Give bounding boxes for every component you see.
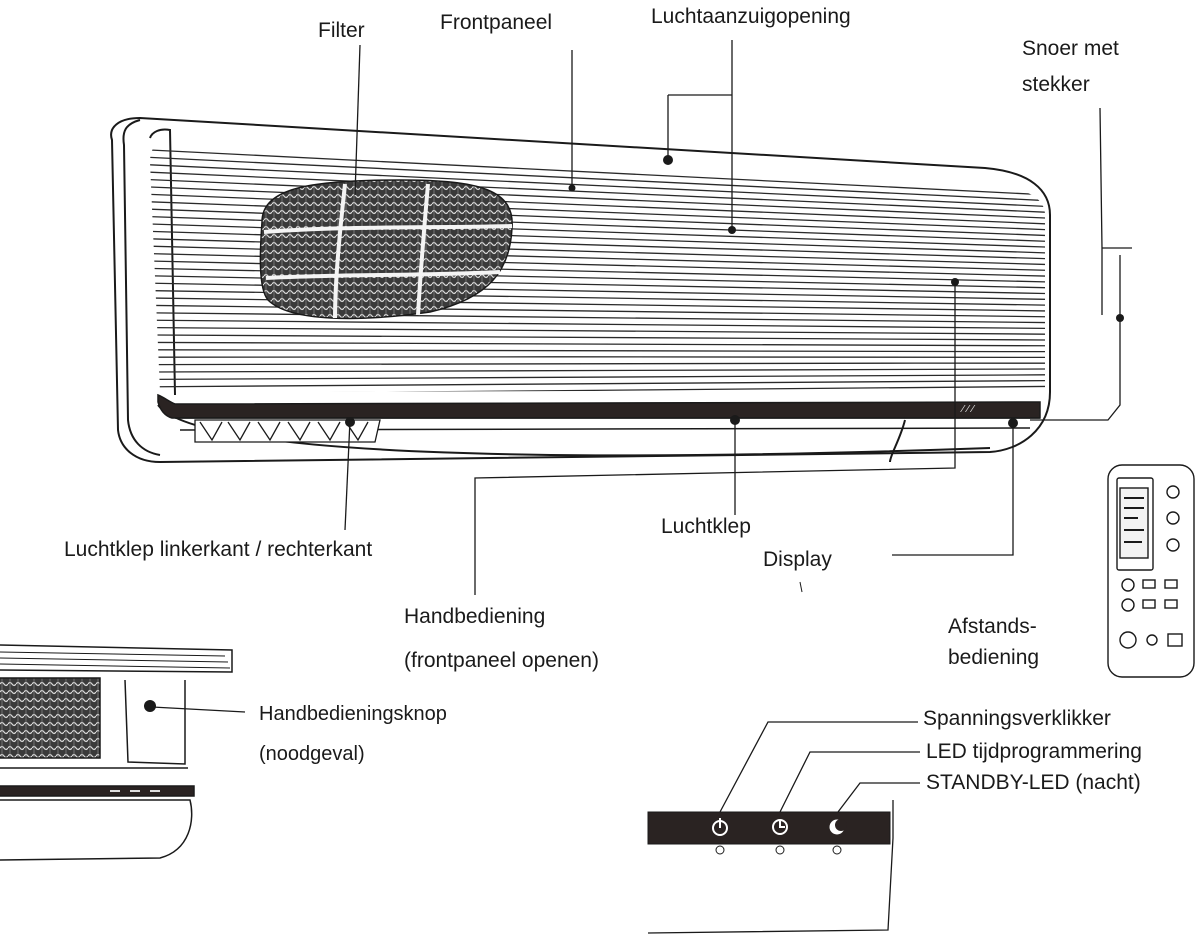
label-led-tijd: LED tijdprogrammering	[926, 740, 1142, 763]
svg-text:⁄ ⁄ ⁄: ⁄ ⁄ ⁄	[960, 404, 976, 415]
grille-line	[150, 385, 1045, 392]
label-luchtklep-zijkant: Luchtklep linkerkant / rechterkant	[64, 538, 373, 561]
grille-line	[150, 374, 1045, 381]
grille-line	[150, 186, 1045, 225]
grille-line	[150, 156, 1045, 202]
grille-line	[150, 379, 1045, 388]
label-afstands-line2: bediening	[948, 646, 1040, 669]
grille-line	[150, 319, 1045, 330]
grille-line	[150, 178, 1045, 219]
label-knop-line1: Handbedieningsknop	[259, 703, 447, 725]
left-end-cap	[122, 119, 161, 456]
power-icon	[712, 818, 728, 836]
label-spanningsverklikker: Spanningsverklikker	[923, 707, 1111, 730]
grille-line	[150, 326, 1045, 335]
grille-line	[150, 349, 1045, 353]
label-handbediening-line2: (frontpaneel openen)	[404, 649, 599, 672]
label-luchtaanzuigopening: Luchtaanzuigopening	[651, 5, 851, 28]
moon-icon	[829, 819, 847, 835]
label-frontpaneel: Frontpaneel	[440, 11, 553, 34]
grille-line	[150, 171, 1045, 214]
label-handbediening-line1: Handbediening	[404, 605, 546, 628]
label-snoer-line2: stekker	[1022, 73, 1090, 96]
grille-line	[150, 368, 1045, 373]
led-panel	[647, 581, 891, 855]
grille-line	[150, 334, 1045, 341]
remote-control	[1107, 464, 1195, 678]
leader-dots	[144, 155, 1124, 712]
manual-button-detail	[0, 644, 233, 861]
grille-line	[150, 362, 1045, 366]
label-filter: Filter	[318, 19, 365, 42]
timer-icon	[772, 819, 788, 835]
label-display: Display	[763, 548, 832, 571]
grille-line	[150, 341, 1045, 347]
air-louver: ⁄ ⁄ ⁄	[157, 393, 1041, 431]
grille-line	[150, 149, 1045, 196]
label-snoer-line1: Snoer met	[1022, 37, 1119, 60]
unit-casing	[110, 116, 1051, 464]
grille-line	[150, 312, 1045, 324]
filter-mesh	[259, 179, 513, 320]
label-afstands-line1: Afstands-	[948, 615, 1037, 638]
side-louvers	[194, 419, 381, 443]
grille-line	[150, 164, 1045, 208]
label-standby-led: STANDBY-LED (nacht)	[926, 771, 1141, 794]
grille-line	[150, 356, 1045, 359]
label-luchtklep: Luchtklep	[661, 515, 751, 538]
label-knop-line2: (noodgeval)	[259, 743, 365, 765]
